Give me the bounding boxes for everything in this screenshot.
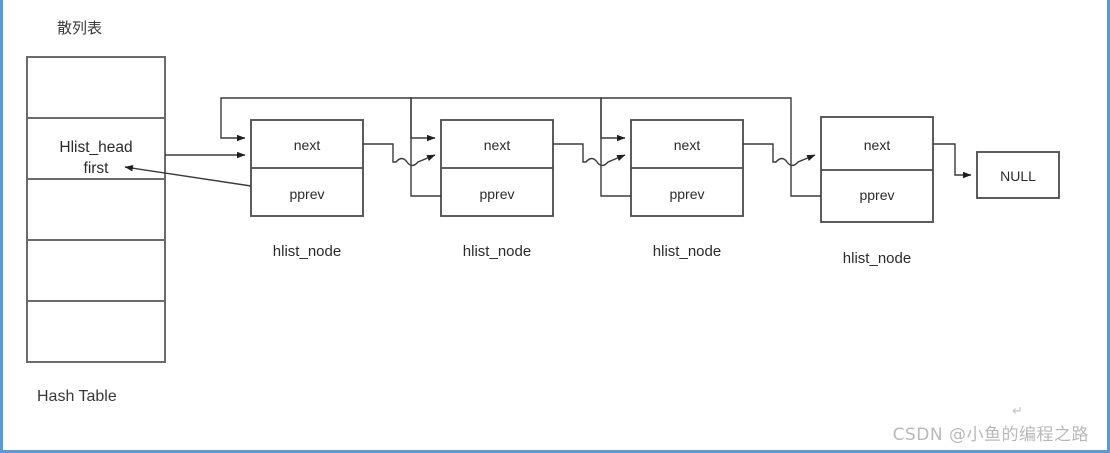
node-3-pprev-label: pprev xyxy=(669,186,705,202)
edge-node2-next-to-node3 xyxy=(553,143,626,167)
node-2-next-label: next xyxy=(483,137,511,153)
node-1-pprev-label: pprev xyxy=(289,186,325,202)
node-2-caption: hlist_node xyxy=(462,243,532,260)
hash-cell-1-line1: Hlist_head xyxy=(59,139,133,156)
node-box-4 xyxy=(820,116,934,223)
null-label: NULL xyxy=(1000,168,1036,184)
pilcrow-icon: ↵ xyxy=(1012,404,1023,419)
node-2-pprev-label: pprev xyxy=(479,186,515,202)
diagram-artwork xyxy=(26,56,1060,363)
node-4-pprev-label: pprev xyxy=(859,187,895,203)
edge-node1-next-to-node2 xyxy=(363,143,436,167)
node-1-caption: hlist_node xyxy=(272,243,342,260)
hash-cell-1-line2: first xyxy=(83,160,109,177)
edge-node4-next-to-null xyxy=(933,143,972,179)
node-1-next-label: next xyxy=(293,137,321,153)
node-4-next-label: next xyxy=(863,137,891,153)
edge-node3-next-to-node4 xyxy=(743,143,816,167)
csdn-watermark: CSDN @小鱼的编程之路 xyxy=(892,425,1089,445)
node-3-next-label: next xyxy=(673,137,701,153)
hash-table-grid xyxy=(26,56,166,363)
node-4-caption: hlist_node xyxy=(842,250,912,267)
diagram-title: 散列表 xyxy=(57,19,103,37)
hash-table-caption: Hash Table xyxy=(37,388,117,405)
node-3-caption: hlist_node xyxy=(652,243,722,260)
